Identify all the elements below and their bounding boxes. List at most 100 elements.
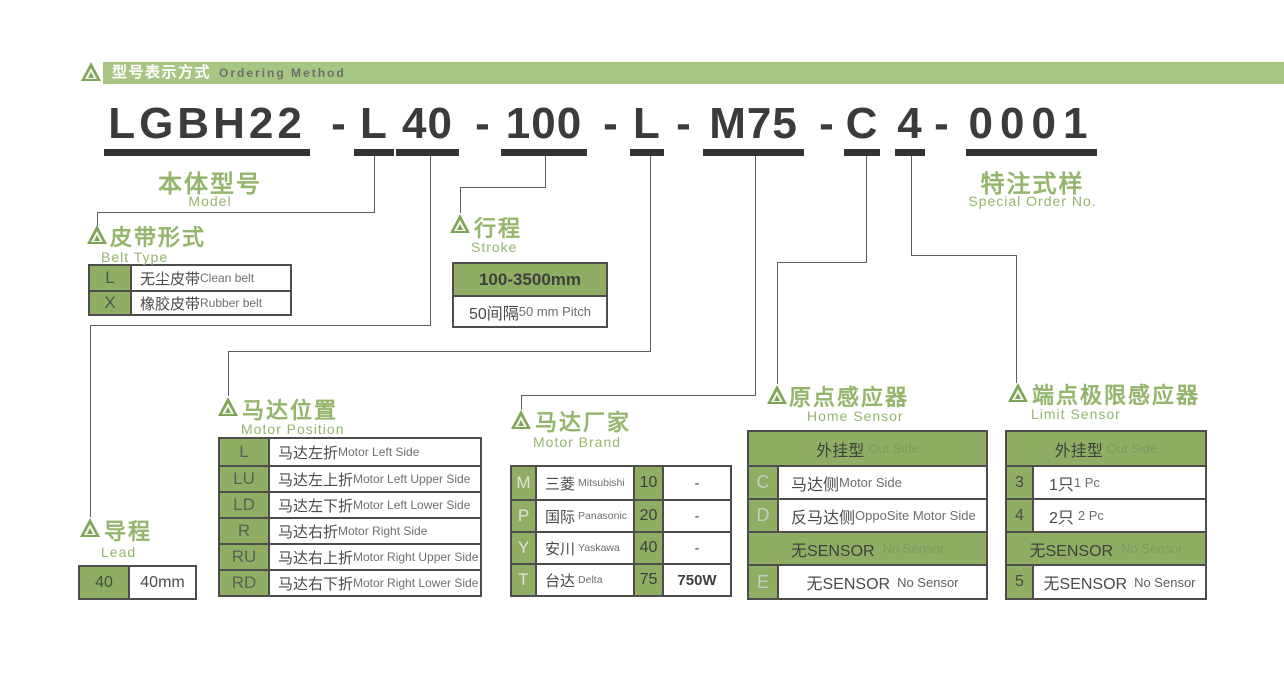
lead-title-en: Lead [101,544,137,560]
connector-line [90,325,91,517]
brand-watt: 750W [677,571,717,589]
stroke-title-en: Stroke [471,239,518,255]
brand-num: 40 [635,533,664,563]
brand-watt: - [694,539,700,557]
brand-en: Mitsubishi [578,477,625,489]
desc-cn: 无SENSOR [1043,576,1128,593]
motor-position-title-en: Motor Position [241,421,345,437]
connector-line [97,212,98,226]
group-cn: 无SENSOR [1029,542,1114,560]
motor-brand-title-cn: 马达厂家 [535,410,632,435]
desc-en: Rubber belt [200,296,263,310]
group-en: No Sensor [882,541,944,556]
desc-en: Motor Left Lower Side [353,498,471,512]
group-cn: 无SENSOR [791,542,875,560]
desc-cn: 无尘皮带 [140,270,201,288]
model-code-separator: - [934,99,950,148]
page-title-cn: 型号表示方式 [112,64,212,81]
desc-cn: 马达侧 [791,476,840,494]
limit-sensor-title-en: Limit Sensor [1031,406,1121,422]
desc-en: Motor Right Side [338,524,428,538]
desc-cn: 马达右下折 [278,575,354,593]
desc-cn: 2只 [1049,509,1074,527]
desc-en: Motor Left Side [338,445,420,459]
table-group-header: 无SENSOR No Sensor [749,531,986,564]
row-code: RU [220,545,270,569]
home-sensor-title-cn: 原点感应器 [789,385,910,410]
desc-cn: 反马达侧 [791,509,856,527]
model-code-segment: 40 [396,99,459,156]
connector-line [1016,255,1017,383]
brand-cn: 三菱 [545,475,576,493]
lead-title-cn: 导程 [104,519,153,544]
row-code: M [512,467,537,499]
desc-cn: 马达右折 [278,523,339,541]
model-code-segment: L [630,99,664,156]
brand-num: 20 [635,501,664,531]
connector-line [521,395,522,410]
brand-watt: - [694,474,700,492]
desc-cn: 马达左下折 [278,497,354,515]
belt-type-title-cn: 皮带形式 [110,225,207,250]
model-code-segment: 0001 [966,99,1097,156]
connector-line [911,156,912,255]
model-code-segment: LGBH22 [104,99,310,156]
table-row: 40 40mm [80,567,195,598]
model-code-segment: 100 [501,99,587,156]
brand-watt: - [694,507,700,525]
connector-line [228,351,229,396]
connector-line [460,187,546,188]
brand-en: Delta [578,574,603,586]
desc-en: Motor Right Lower Side [353,576,479,590]
connector-line [755,156,756,395]
desc-cn: 无SENSOR [806,576,891,593]
row-code: X [90,292,132,314]
connector-line [866,156,867,262]
desc-en: Motor Right Upper Side [353,550,479,564]
row-code: L [220,439,270,465]
group-cn: 外挂型 [1054,442,1103,460]
connector-line [90,325,431,326]
model-code-separator: - [819,99,835,148]
connector-line [650,156,651,351]
connector-line [545,156,546,187]
desc-en: OppoSite Motor Side [855,508,976,523]
row-code: T [512,565,537,595]
motor-brand-title-en: Motor Brand [533,434,622,450]
connector-line [777,262,867,263]
section-marker-icon [80,518,100,537]
model-code-segment: 4 [895,99,925,156]
brand-en: Yaskawa [578,542,620,554]
model-code-segment: M75 [703,99,804,156]
model-code-segment: L [354,99,394,156]
special-order-label-en: Special Order No. [968,193,1097,209]
home-sensor-title-en: Home Sensor [807,408,904,424]
connector-line [777,262,778,384]
row-code: R [220,519,270,543]
row-desc: 40mm [130,567,195,598]
